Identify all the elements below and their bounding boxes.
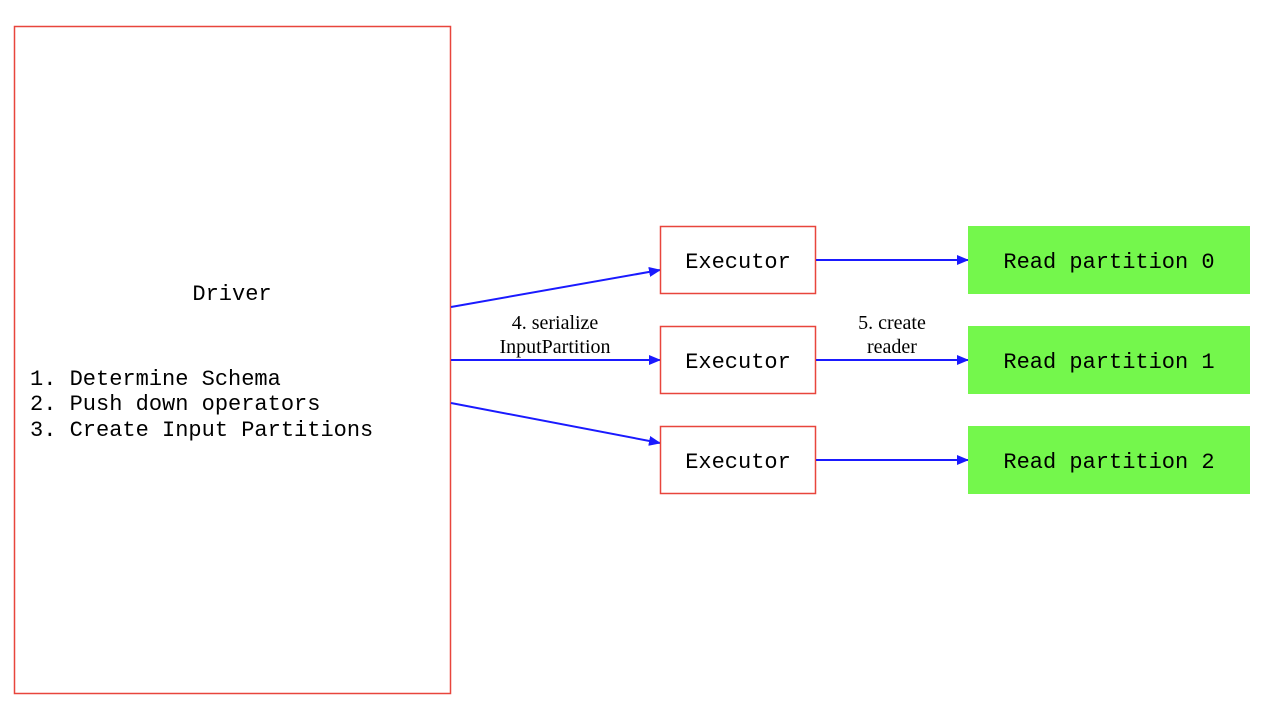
executor-box-1 <box>659 325 817 395</box>
edge-label-create-reader-2: reader <box>867 336 917 358</box>
arrow-driver-executor-0 <box>450 266 661 308</box>
reader-label-2: Read partition 2 <box>1003 450 1214 475</box>
executor-label-0: Executor <box>685 250 791 275</box>
reader-box-0 <box>968 226 1250 294</box>
executor-label-1: Executor <box>685 350 791 375</box>
driver-title: Driver <box>192 282 271 307</box>
edge-label-serialize-1: 4. serialize <box>512 312 599 334</box>
reader-label-1: Read partition 1 <box>1003 350 1214 375</box>
edge-label-create-reader-1: 5. create <box>858 312 926 334</box>
executor-box-2 <box>659 425 817 495</box>
driver-step-3: 3. Create Input Partitions <box>30 418 373 443</box>
driver-step-2: 2. Push down operators <box>30 392 320 417</box>
driver-box <box>13 25 452 695</box>
executor-box-0 <box>659 225 817 295</box>
reader-box-1 <box>968 326 1250 394</box>
arrow-driver-executor-2 <box>450 402 661 446</box>
executor-label-2: Executor <box>685 450 791 475</box>
reader-label-0: Read partition 0 <box>1003 250 1214 275</box>
reader-box-2 <box>968 426 1250 494</box>
edge-label-serialize-2: InputPartition <box>499 336 610 358</box>
driver-step-1: 1. Determine Schema <box>30 367 281 392</box>
